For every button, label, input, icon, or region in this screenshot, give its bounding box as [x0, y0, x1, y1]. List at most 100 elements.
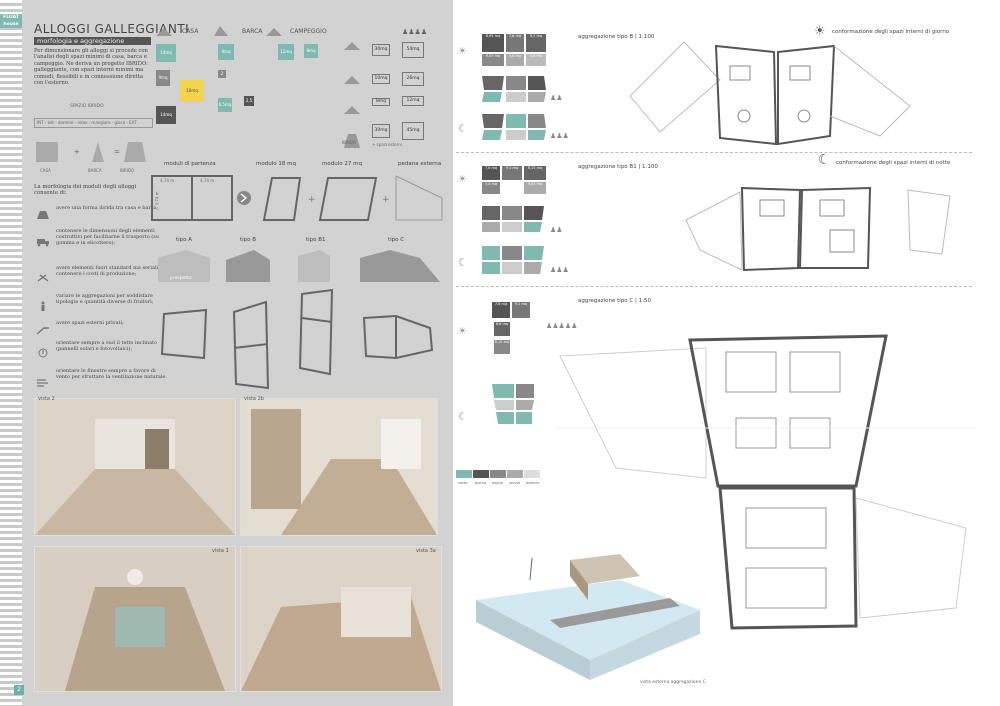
b1-aggregation-schemes: ♟♟ ♟♟♟ [482, 206, 568, 274]
dim-label-2: 4,74 m [200, 178, 215, 183]
bullet-2: contenere le dimensioni degli elementi c… [56, 228, 160, 246]
hybrid-shape-icon [36, 205, 50, 219]
divider-1 [456, 152, 972, 153]
casa-chip-mangiare: 9mq [156, 70, 170, 86]
giorno-label: conformazione degli spazi interni di gio… [832, 29, 950, 35]
form-label-barca: BARCA [88, 168, 102, 173]
tipo-prospetti [158, 250, 440, 282]
hybrid-row3-b: 12mq [402, 96, 424, 106]
hybrid-row1-b: 54mq [402, 42, 424, 58]
side-stripes [0, 0, 22, 706]
wind-icon [36, 372, 50, 387]
render-vista-2b [240, 398, 438, 536]
night-icon-b: ☾ [458, 122, 468, 135]
form-label-ibrido: IBRIDO [120, 168, 135, 173]
legend-bagno: bagno [492, 481, 503, 485]
sun-icon: ☀ [814, 24, 826, 39]
svg-text:♟♟♟: ♟♟♟ [550, 132, 568, 140]
b-cell-6: 4,6 mq [526, 54, 546, 66]
vista-3a-caption: vista 3a [416, 548, 436, 554]
tipo-a-label: tipo A [176, 237, 193, 243]
page-subtitle: morfologia e aggregazione [34, 37, 151, 45]
svg-text:+: + [308, 195, 316, 205]
bullet-4: variare le aggregazioni per soddisfare t… [56, 293, 154, 305]
svg-text:♟♟♟♟: ♟♟♟♟ [402, 28, 427, 36]
agg-c-title: aggregazione tipo C | 1:50 [578, 298, 651, 304]
notte-label: conformazione degli spazi interni di not… [836, 160, 951, 166]
prospetto-label: prospetto [170, 276, 192, 281]
bullet-5: avere spazi esterni privati; [56, 320, 124, 326]
day-icon-c: ☀ [458, 326, 467, 337]
barca-chip-dormire: 9mq [218, 44, 234, 60]
render-vista-1 [34, 546, 236, 692]
render-vista-2 [34, 398, 236, 536]
legend-notte: notte [458, 481, 468, 485]
tipo-plans [160, 288, 434, 390]
b1-cell-3: 6,15 mq [524, 166, 546, 180]
hybrid-form-diagram: + = [36, 142, 146, 162]
morfologia-intro: La morfologia dei moduli degli alloggi c… [34, 184, 137, 197]
b-cell-5: 5,6 mq [506, 54, 524, 66]
dim-label-3: 3,74 m [154, 191, 160, 206]
day-icon-b: ☀ [458, 46, 467, 57]
form-label-casa: CASA [40, 168, 51, 173]
deckchair-icon [36, 320, 50, 335]
tipo-b1-label: tipo B1 [306, 237, 326, 243]
spazio-ibrido-label: SPAZIO IBRIDO [70, 104, 104, 109]
hybrid-row2-b: 26mq [402, 72, 424, 86]
page-title: ALLOGGI GALLEGGIANTI [34, 22, 190, 36]
person-icon [36, 296, 50, 311]
plan-aggregazione-b [629, 41, 911, 146]
bullet-7: orientare le finestre sempre a favore di… [56, 368, 168, 380]
b1-cell-5: 9,05 mq [524, 182, 546, 194]
c-aggregation-scheme [492, 384, 534, 424]
page-number: 2 [14, 685, 24, 695]
bullet-1: avere una forma ibrida tra casa e barca; [56, 205, 159, 211]
b1-cell-4: 5,4 mq [482, 182, 500, 194]
bullet-6: orientare sempre a sud il tetto inclinat… [56, 340, 158, 352]
plan-aggregazione-c [556, 334, 976, 630]
vista-esterna-caption: vista esterna aggregazione C [640, 680, 706, 685]
b-cell-4: 9,05 mq [482, 54, 504, 66]
hybrid-row2-a: 10mq [372, 74, 390, 84]
pedana-esterna-label: pedana esterna [398, 161, 442, 167]
agg-b-title: aggregazione tipo B | 1:100 [578, 34, 655, 40]
svg-text:+: + [74, 148, 80, 156]
plan-aggregazione-b1 [685, 186, 951, 272]
casa-chip-relax: 14mq [156, 106, 176, 124]
night-icon-b1: ☾ [458, 256, 468, 269]
modulo-18-label: modulo 18 mq [256, 161, 296, 167]
c-cell-4: 6,15 mq [494, 340, 510, 354]
hybrid-row3-a: 8mq [372, 98, 390, 106]
barca-chip-relax: 6,5mq [218, 98, 232, 112]
b1-cell-1: 7,6 mq [482, 166, 500, 180]
vista-2b-caption: vista 2b [244, 396, 264, 402]
casa-chip-dormire: 14mq [156, 44, 176, 62]
day-icon-b1: ☀ [458, 174, 467, 185]
divider-2 [456, 286, 972, 287]
category-icons [156, 26, 282, 36]
category-barca: BARCA [242, 28, 263, 35]
legend-giorno: giorno [475, 481, 487, 485]
hybrid-row4-b: 45mq [402, 122, 424, 140]
night-icon-c: ☾ [458, 410, 468, 423]
float-house-logo: FLOAT house [0, 14, 22, 28]
b-cell-1: 8,95 mq [482, 34, 504, 52]
moon-icon: ☾ [818, 152, 831, 168]
c-cell-3: 6,6 mq [494, 322, 510, 336]
legend-swatches [456, 470, 540, 478]
svg-text:=: = [114, 148, 120, 156]
c-cell-2: 9,2 mq [512, 302, 530, 318]
render-vista-3a [240, 546, 442, 692]
hybrid-sizing-icons: ♟♟♟♟ [344, 28, 427, 148]
legend-servizi: servizi [509, 481, 521, 485]
campeggio-chip-2: 8mq [304, 44, 318, 58]
bullet-3: avere elementi fuori standard ma seriali… [56, 265, 169, 277]
category-casa: CASA [182, 28, 199, 35]
hybrid-row1-a: 30mq [372, 44, 390, 56]
b1-cell-2: 9,2 mq [502, 166, 522, 180]
vista-1-caption: vista 1 [212, 548, 229, 554]
b-cell-3: 9,2 mq [526, 34, 546, 52]
svg-text:♟♟♟: ♟♟♟ [550, 266, 568, 274]
spazi-esterni-label: + spazi esterni [372, 142, 402, 147]
